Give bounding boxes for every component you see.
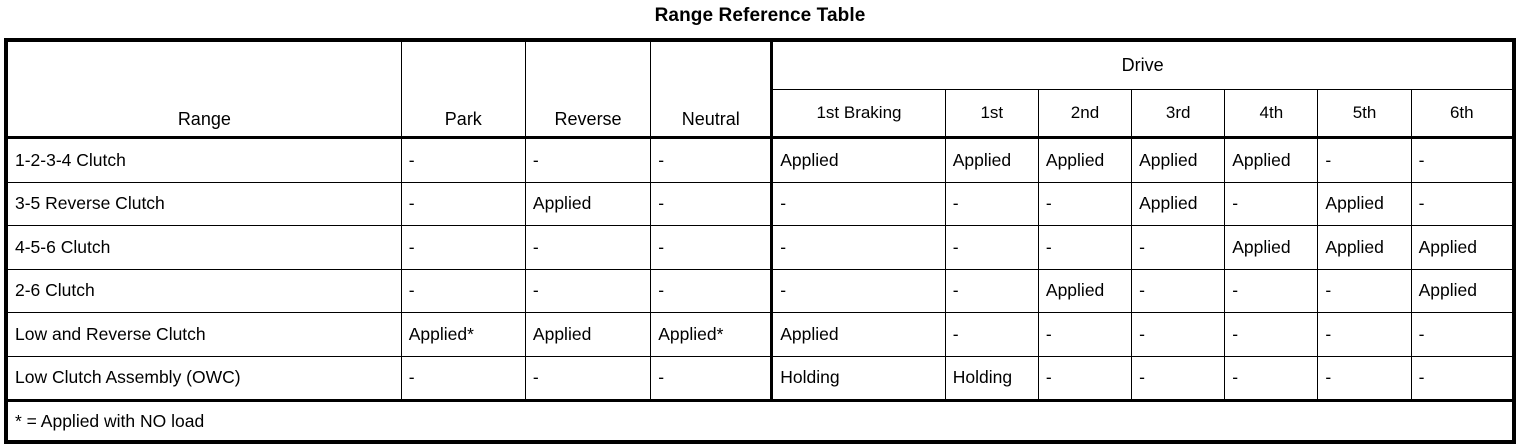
cell-reverse: Applied [524, 181, 652, 226]
cell-reverse: - [524, 225, 652, 270]
footnote-text: * = Applied with NO load [5, 399, 1515, 443]
cell-5th: Applied [1317, 225, 1412, 270]
cell-4th: - [1224, 181, 1319, 226]
column-header-4th: 4th [1224, 88, 1319, 139]
cell-5th: Applied [1317, 181, 1412, 226]
table-header: Range Park Reverse Neutral Drive 1st Bra… [5, 39, 1515, 139]
cell-4th: Applied [1224, 225, 1319, 270]
cell-6th: - [1410, 355, 1515, 401]
cell-5th: - [1317, 312, 1412, 357]
column-header-2nd: 2nd [1037, 88, 1133, 139]
column-header-range: Range [5, 39, 402, 139]
cell-3rd: - [1131, 355, 1226, 401]
table-footnote-row: * = Applied with NO load [5, 399, 1515, 443]
table-body: 1-2-3-4 Clutch - - - Applied Applied App… [5, 137, 1515, 443]
cell-1st: - [944, 181, 1039, 226]
column-group-header-drive: Drive [770, 39, 1515, 90]
cell-4th: Applied [1224, 137, 1319, 183]
row-label: 2-6 Clutch [5, 268, 402, 313]
cell-reverse: - [524, 137, 652, 183]
cell-4th: - [1224, 355, 1319, 401]
cell-reverse: - [524, 268, 652, 313]
cell-park: - [400, 181, 526, 226]
row-label: 1-2-3-4 Clutch [5, 137, 402, 183]
range-reference-table: Range Park Reverse Neutral Drive 1st Bra… [4, 38, 1516, 444]
cell-6th: - [1410, 312, 1515, 357]
cell-neutral: - [650, 181, 773, 226]
cell-park: - [400, 268, 526, 313]
cell-reverse: - [524, 355, 652, 401]
column-header-park: Park [400, 39, 526, 139]
column-header-6th: 6th [1410, 88, 1515, 139]
cell-6th: - [1410, 137, 1515, 183]
row-label: Low and Reverse Clutch [5, 312, 402, 357]
cell-1st: - [944, 268, 1039, 313]
row-label: Low Clutch Assembly (OWC) [5, 355, 402, 401]
table-row: Low and Reverse Clutch Applied* Applied … [5, 312, 1515, 357]
cell-1st-braking: Holding [770, 355, 946, 401]
table-row: 1-2-3-4 Clutch - - - Applied Applied App… [5, 137, 1515, 183]
cell-park: - [400, 225, 526, 270]
cell-2nd: - [1037, 355, 1133, 401]
table-row: 3-5 Reverse Clutch - Applied - - - - App… [5, 181, 1515, 226]
cell-4th: - [1224, 312, 1319, 357]
cell-park: - [400, 137, 526, 183]
cell-2nd: Applied [1037, 268, 1133, 313]
cell-2nd: - [1037, 225, 1133, 270]
row-label: 4-5-6 Clutch [5, 225, 402, 270]
column-header-3rd: 3rd [1131, 88, 1226, 139]
column-header-5th: 5th [1317, 88, 1412, 139]
header-row-top: Range Park Reverse Neutral Drive [5, 39, 1515, 139]
cell-3rd: - [1131, 225, 1226, 270]
cell-2nd: - [1037, 312, 1133, 357]
cell-1st-braking: - [770, 225, 946, 270]
cell-neutral: - [650, 225, 773, 270]
range-reference-table-page: Range Reference Table Range Park [4, 5, 1516, 444]
cell-neutral: Applied* [650, 312, 773, 357]
cell-park: - [400, 355, 526, 401]
cell-5th: - [1317, 137, 1412, 183]
cell-3rd: - [1131, 312, 1226, 357]
cell-neutral: - [650, 137, 773, 183]
cell-5th: - [1317, 268, 1412, 313]
cell-5th: - [1317, 355, 1412, 401]
table-row: 4-5-6 Clutch - - - - - - - Applied Appli… [5, 225, 1515, 270]
cell-park: Applied* [400, 312, 526, 357]
cell-1st-braking: - [770, 181, 946, 226]
cell-4th: - [1224, 268, 1319, 313]
table-container: Range Park Reverse Neutral Drive 1st Bra… [4, 38, 1516, 444]
cell-1st: - [944, 312, 1039, 357]
column-header-1st: 1st [944, 88, 1039, 139]
cell-2nd: Applied [1037, 137, 1133, 183]
cell-1st: - [944, 225, 1039, 270]
cell-2nd: - [1037, 181, 1133, 226]
cell-1st-braking: Applied [770, 137, 946, 183]
cell-1st-braking: - [770, 268, 946, 313]
table-row: 2-6 Clutch - - - - - Applied - - - Appli… [5, 268, 1515, 313]
cell-1st-braking: Applied [770, 312, 946, 357]
cell-reverse: Applied [524, 312, 652, 357]
cell-1st: Applied [944, 137, 1039, 183]
column-header-reverse: Reverse [524, 39, 652, 139]
header-row-sub: 1st Braking 1st 2nd 3rd 4th 5th 6th [6, 88, 1515, 139]
cell-1st: Holding [944, 355, 1039, 401]
page-title: Range Reference Table [654, 5, 866, 26]
cell-neutral: - [650, 268, 773, 313]
column-header-neutral: Neutral [650, 39, 773, 139]
cell-6th: Applied [1410, 268, 1515, 313]
cell-6th: - [1410, 181, 1515, 226]
cell-3rd: - [1131, 268, 1226, 313]
row-label: 3-5 Reverse Clutch [5, 181, 402, 226]
cell-6th: Applied [1410, 225, 1515, 270]
column-header-1st-braking: 1st Braking [770, 88, 946, 139]
cell-3rd: Applied [1131, 137, 1226, 183]
table-row: Low Clutch Assembly (OWC) - - - Holding … [5, 355, 1515, 401]
cell-3rd: Applied [1131, 181, 1226, 226]
cell-neutral: - [650, 355, 773, 401]
